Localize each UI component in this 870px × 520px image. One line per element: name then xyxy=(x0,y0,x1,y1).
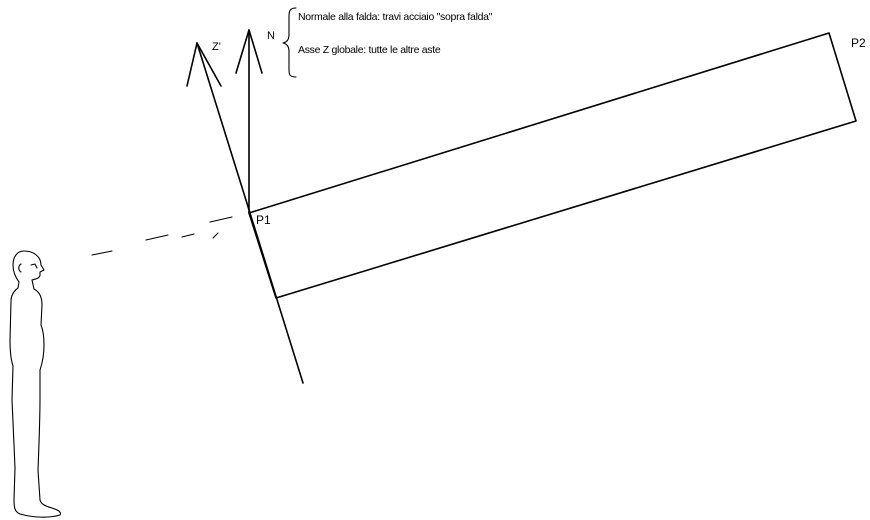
point-label-p2: P2 xyxy=(851,36,866,50)
sight-line xyxy=(91,216,233,256)
note-line-2: Asse Z globale: tutte le altre aste xyxy=(298,44,441,56)
note-line-1: Normale alla falda: travi acciaio "sopra… xyxy=(298,11,493,23)
curly-brace xyxy=(282,7,297,78)
normal-axis-arrowhead xyxy=(235,29,263,74)
observer-eye xyxy=(30,263,38,269)
normal-axis-label: N xyxy=(267,30,275,42)
beam-rectangle xyxy=(248,32,857,299)
observer-ear xyxy=(18,263,22,273)
point-label-p1: P1 xyxy=(256,213,271,227)
observer-figure xyxy=(9,250,62,518)
local-z-axis-label: Z' xyxy=(212,41,221,53)
local-z-arrowhead xyxy=(186,42,222,87)
